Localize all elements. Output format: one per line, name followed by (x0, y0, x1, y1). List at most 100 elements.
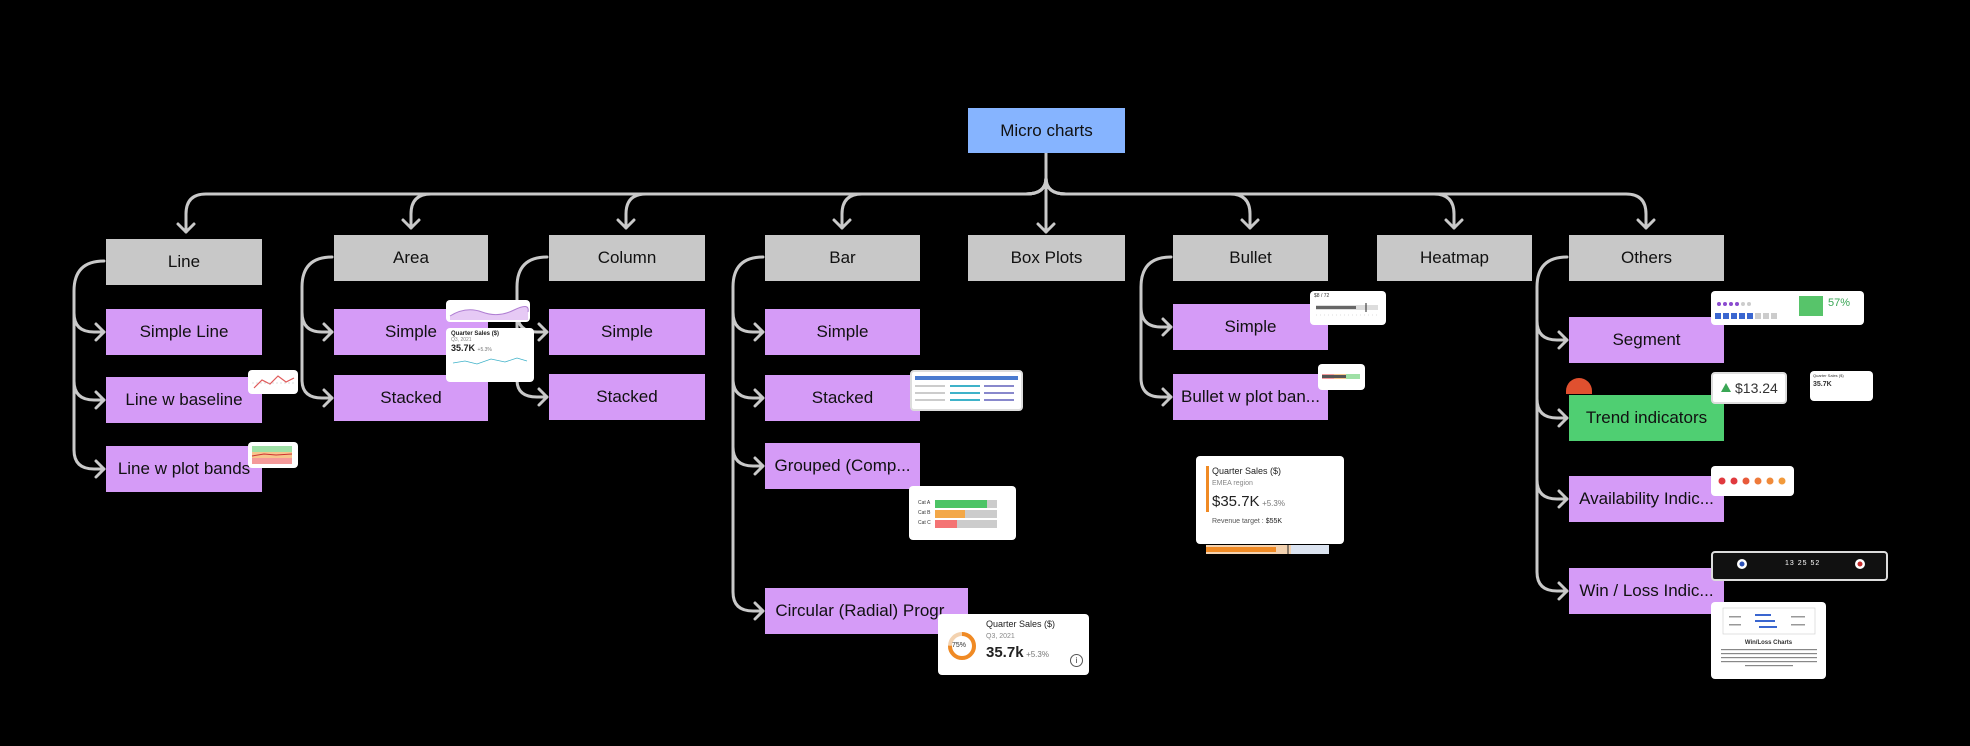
category-bullet[interactable]: Bullet (1173, 235, 1328, 281)
card-delta: +5.3% (1026, 650, 1049, 659)
segment-chart-icon (1715, 296, 1823, 319)
leaf-bullet-plot-bands[interactable]: Bullet w plot ban... (1173, 374, 1328, 420)
leaf-trend-indicators[interactable]: Trend indicators (1569, 395, 1724, 441)
group-label: Cat B (918, 510, 931, 516)
leaf-label: Stacked (380, 388, 442, 407)
leaf-bar-simple[interactable]: Simple (765, 309, 920, 355)
category-column[interactable]: Column (549, 235, 705, 281)
card-title: Quarter Sales ($) (451, 331, 500, 337)
bar-stacked-preview (910, 370, 1023, 411)
root-node[interactable]: Micro charts (968, 108, 1125, 153)
leaf-label: Grouped (Comp... (774, 456, 911, 475)
leaf-label: Simple Line (139, 322, 229, 341)
category-label: Column (597, 248, 657, 267)
leaf-availability-indicators[interactable]: Availability Indic... (1569, 476, 1724, 522)
segment-percent: 57% (1828, 297, 1851, 309)
leaf-segment[interactable]: Segment (1569, 317, 1724, 363)
leaf-label: Stacked (811, 388, 874, 407)
card-value: 35.7k (986, 644, 1024, 661)
leaf-label: Segment (1612, 330, 1681, 349)
area-line-icon (452, 357, 528, 365)
leaf-bullet-simple[interactable]: Simple (1173, 304, 1328, 350)
digit: 13 (1785, 560, 1795, 567)
badge-marker (1566, 378, 1592, 394)
card-delta: +5.3% (1262, 499, 1285, 508)
leaf-label: Simple (601, 322, 653, 341)
progress-label: 75% (952, 642, 967, 649)
category-others[interactable]: Others (1569, 235, 1724, 281)
bullet-bar-icon (1316, 303, 1378, 316)
card-subtitle: Q3, 2021 (986, 633, 1015, 640)
card-delta: +5.3% (477, 347, 492, 353)
scoreboard-digits: 13 25 52 (1785, 560, 1820, 567)
category-heatmap[interactable]: Heatmap (1377, 235, 1532, 281)
area-kpi-card: Quarter Sales ($) Q3, 2021 35.7K +5.3% (446, 328, 534, 382)
digit: 52 (1810, 560, 1821, 567)
leaf-area-stacked[interactable]: Stacked (334, 375, 488, 421)
category-box-plots[interactable]: Box Plots (968, 235, 1125, 281)
bullet-range-bar-icon (1206, 545, 1329, 554)
win-loss-doc-preview: Win/Loss Charts (1711, 602, 1826, 679)
leaf-simple-line[interactable]: Simple Line (106, 309, 262, 355)
leaf-label: Line w baseline (125, 390, 243, 409)
win-loss-table-icon (1722, 607, 1816, 635)
leaf-line-w-plot-bands[interactable]: Line w plot bands (106, 446, 262, 492)
availability-dots-icon (1718, 477, 1786, 485)
leaf-bar-circular-radial[interactable]: Circular (Radial) Progr... (765, 588, 968, 634)
info-icon[interactable]: i (1070, 654, 1083, 667)
trend-up-icon (1721, 383, 1731, 392)
card-value: 35.7K (1813, 381, 1832, 388)
branch-bullet (1044, 176, 1252, 230)
card-title: Quarter Sales ($) (1212, 466, 1282, 476)
leaf-win-loss-indicators[interactable]: Win / Loss Indic... (1569, 568, 1724, 614)
leaf-line-w-baseline[interactable]: Line w baseline (106, 377, 262, 423)
leaf-label: Line w plot bands (117, 459, 251, 478)
plot-bands-chart-icon (251, 446, 293, 464)
scoreboard-icon (1737, 559, 1865, 569)
area-simple-preview (446, 300, 530, 322)
card-subtitle: EMEA region (1212, 480, 1253, 487)
target-label: Revenue target : (1212, 518, 1264, 525)
leaf-label: Circular (Radial) Progr... (775, 601, 958, 620)
bullet-bands-icon (1322, 374, 1360, 379)
leaf-label: Availability Indic... (1579, 489, 1714, 508)
category-bar[interactable]: Bar (765, 235, 920, 281)
bullet-simple-preview: $8 / 72 (1310, 291, 1386, 325)
branch-line (184, 176, 1048, 234)
branch-others (1044, 176, 1648, 230)
branch-bar (840, 176, 1048, 230)
category-label: Line (167, 252, 201, 271)
area-sparkline-icon (449, 306, 529, 320)
digit: 25 (1797, 560, 1808, 567)
grouped-bars-icon (935, 500, 997, 528)
leaf-column-stacked[interactable]: Stacked (549, 374, 705, 420)
line-plot-bands-preview (248, 442, 298, 468)
line-sparkline-icon (252, 375, 296, 389)
category-line[interactable]: Line (106, 239, 262, 285)
group-label: Cat C (918, 520, 931, 526)
bar-grouped-preview: Cat A Cat B Cat C (909, 486, 1016, 540)
bullet-plot-bands-preview (1318, 364, 1365, 390)
leaf-label: Trend indicators (1585, 408, 1708, 427)
trend-kpi-preview: Quarter Sales ($) 35.7K (1810, 371, 1873, 401)
stacked-table-icon (915, 376, 1018, 401)
trend-value: $13.24 (1735, 380, 1778, 396)
leaf-label: Bullet w plot ban... (1181, 387, 1320, 406)
category-label: Area (393, 248, 429, 267)
accent-stripe (1206, 466, 1209, 512)
radial-progress-card: 75% Quarter Sales ($) Q3, 2021 35.7k +5.… (938, 614, 1089, 675)
category-label: Bar (829, 248, 856, 267)
leaf-label: Simple (816, 322, 869, 341)
leaf-label: Simple (385, 322, 437, 341)
category-area[interactable]: Area (334, 235, 488, 281)
leaf-bar-stacked[interactable]: Stacked (765, 375, 920, 421)
branch-area (409, 176, 1048, 230)
leaf-bar-grouped[interactable]: Grouped (Comp... (765, 443, 920, 489)
radial-progress-icon (948, 632, 976, 660)
availability-preview (1711, 466, 1794, 496)
leaf-label: Win / Loss Indic... (1579, 581, 1714, 600)
card-title: Quarter Sales ($) (1813, 373, 1844, 378)
leaf-column-simple[interactable]: Simple (549, 309, 705, 355)
root-label: Micro charts (1000, 120, 1093, 140)
